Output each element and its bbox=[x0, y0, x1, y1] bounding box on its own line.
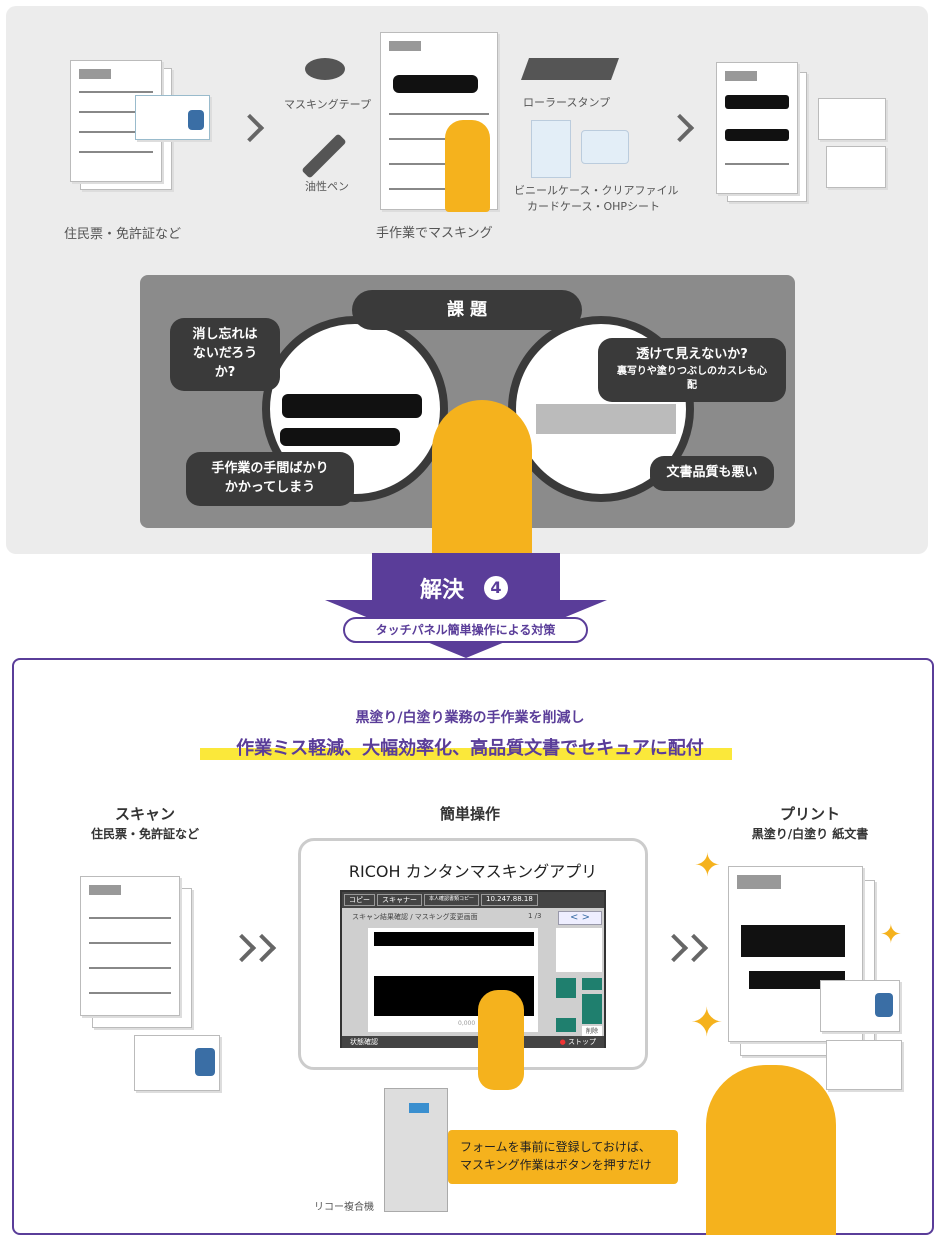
solution-number: 4 bbox=[484, 576, 508, 600]
tab-id-copy[interactable]: 本人確認書類コピー bbox=[424, 894, 480, 906]
source-label: 住民票・免許証など bbox=[64, 227, 182, 242]
issue-bubble-forgot: 消し忘れはないだろうか? bbox=[170, 318, 280, 391]
masked-id-card bbox=[818, 98, 886, 140]
issue-text: 消し忘れは bbox=[192, 327, 258, 342]
mfp-printer bbox=[384, 1088, 448, 1212]
roller-stamp-icon bbox=[520, 58, 620, 80]
solution-panel bbox=[12, 658, 934, 1235]
tip-text: マスキング作業はボタンを押すだけ bbox=[460, 1158, 652, 1172]
stop-button[interactable]: ● ストップ bbox=[560, 1036, 596, 1048]
screen-title: スキャン結果確認 / マスキング変更画面 bbox=[352, 913, 478, 921]
tab-scanner[interactable]: スキャナー bbox=[377, 894, 422, 906]
app-name: RICOH カンタンマスキングアプリ bbox=[348, 862, 598, 881]
delete-button[interactable]: 削除 bbox=[582, 1026, 602, 1038]
zoom-button[interactable] bbox=[556, 978, 576, 998]
rect-tool-button[interactable] bbox=[582, 978, 602, 990]
solution-label: 解決 bbox=[420, 578, 465, 603]
headline: 作業ミス軽減、大幅効率化、高品質文書でセキュアに配付 bbox=[236, 738, 704, 759]
issue-text: かかってしまう bbox=[224, 479, 316, 495]
masking-tape-icon bbox=[305, 58, 345, 80]
issue-text: 透けて見えないか? bbox=[636, 347, 748, 362]
scan-title: スキャン bbox=[114, 805, 175, 823]
printed-id-card-back bbox=[826, 1040, 902, 1090]
issue-text: 裏写りや塗りつぶしのカスレも心配 bbox=[616, 365, 768, 392]
scan-document bbox=[80, 876, 180, 1016]
solution-subtitle: タッチパネル簡単操作による対策 bbox=[343, 617, 588, 643]
sparkle-icon: ✦ bbox=[880, 920, 902, 950]
card-case-icon bbox=[581, 130, 629, 164]
tool-tape-label: マスキングテープ bbox=[284, 98, 372, 111]
tool-cases-label-2: カードケース・OHPシート bbox=[527, 200, 661, 213]
panel-tabbar: コピー スキャナー 本人確認書類コピー 10.247.88.18 bbox=[342, 892, 604, 908]
sparkle-icon: ✦ bbox=[690, 1000, 724, 1046]
page-indicator: 1 /3 bbox=[528, 912, 542, 920]
issue-text: 手作業の手間ばかり bbox=[211, 461, 329, 476]
clear-file-icon bbox=[531, 120, 571, 178]
tool-button[interactable] bbox=[556, 1018, 576, 1032]
solution-arrow-shaft bbox=[372, 553, 560, 601]
worried-person-silhouette bbox=[432, 400, 532, 555]
issue-bubble-effort: 手作業の手間ばかりかかってしまう bbox=[186, 452, 354, 506]
status-check-button[interactable]: 状態確認 bbox=[350, 1038, 378, 1046]
printed-id-card bbox=[820, 980, 900, 1032]
tool-stamp-label: ローラースタンプ bbox=[523, 96, 611, 109]
print-subtitle: 黒塗り/白塗り 紙文書 bbox=[751, 827, 869, 841]
issue-bubble-see-through: 透けて見えないか? 裏写りや塗りつぶしのカスレも心配 bbox=[598, 338, 786, 402]
masked-document bbox=[716, 62, 798, 194]
print-title: プリント bbox=[779, 805, 840, 823]
sparkle-icon: ✦ bbox=[694, 846, 721, 884]
tool-pen-label: 油性ペン bbox=[305, 180, 349, 193]
id-card bbox=[135, 95, 210, 140]
tip-text: フォームを事前に登録しておけば、 bbox=[460, 1140, 651, 1154]
issue-text: 文書品質も悪い bbox=[666, 465, 758, 480]
happy-person-silhouette bbox=[706, 1065, 836, 1235]
scan-subtitle: 住民票・免許証など bbox=[90, 827, 199, 841]
pointing-hand-icon bbox=[478, 990, 524, 1090]
tool-cases-label-1: ビニールケース・クリアファイル bbox=[514, 184, 679, 197]
hand-icon bbox=[445, 120, 490, 212]
tip-callout: フォームを事前に登録しておけば、マスキング作業はボタンを押すだけ bbox=[448, 1130, 678, 1184]
manual-label: 手作業でマスキング bbox=[376, 226, 493, 241]
tab-copy[interactable]: コピー bbox=[344, 894, 375, 906]
shape-tool-button[interactable] bbox=[582, 994, 602, 1024]
scan-id-card bbox=[134, 1035, 220, 1091]
touch-panel-screen: コピー スキャナー 本人確認書類コピー 10.247.88.18 スキャン結果確… bbox=[340, 890, 606, 1048]
headline-highlight bbox=[200, 748, 732, 760]
page-nav-arrows[interactable]: < > bbox=[558, 911, 602, 925]
issues-title: 課 題 bbox=[352, 290, 582, 330]
preview-value: 0,000 bbox=[458, 1020, 476, 1027]
ip-address: 10.247.88.18 bbox=[481, 894, 538, 906]
issue-bubble-quality: 文書品質も悪い bbox=[650, 456, 774, 491]
panel-statusbar: 状態確認 ● ストップ bbox=[342, 1036, 604, 1048]
stop-label: ストップ bbox=[568, 1038, 596, 1046]
lead-text: 黒塗り/白塗り業務の手作業を削減し bbox=[355, 710, 585, 726]
issue-text: ないだろうか? bbox=[192, 345, 258, 380]
operation-title: 簡単操作 bbox=[439, 805, 500, 823]
masked-id-card-back bbox=[826, 146, 886, 188]
stop-icon: ● bbox=[559, 1038, 566, 1046]
device-label: リコー複合機 bbox=[314, 1202, 374, 1213]
thumbnail[interactable] bbox=[556, 928, 602, 972]
